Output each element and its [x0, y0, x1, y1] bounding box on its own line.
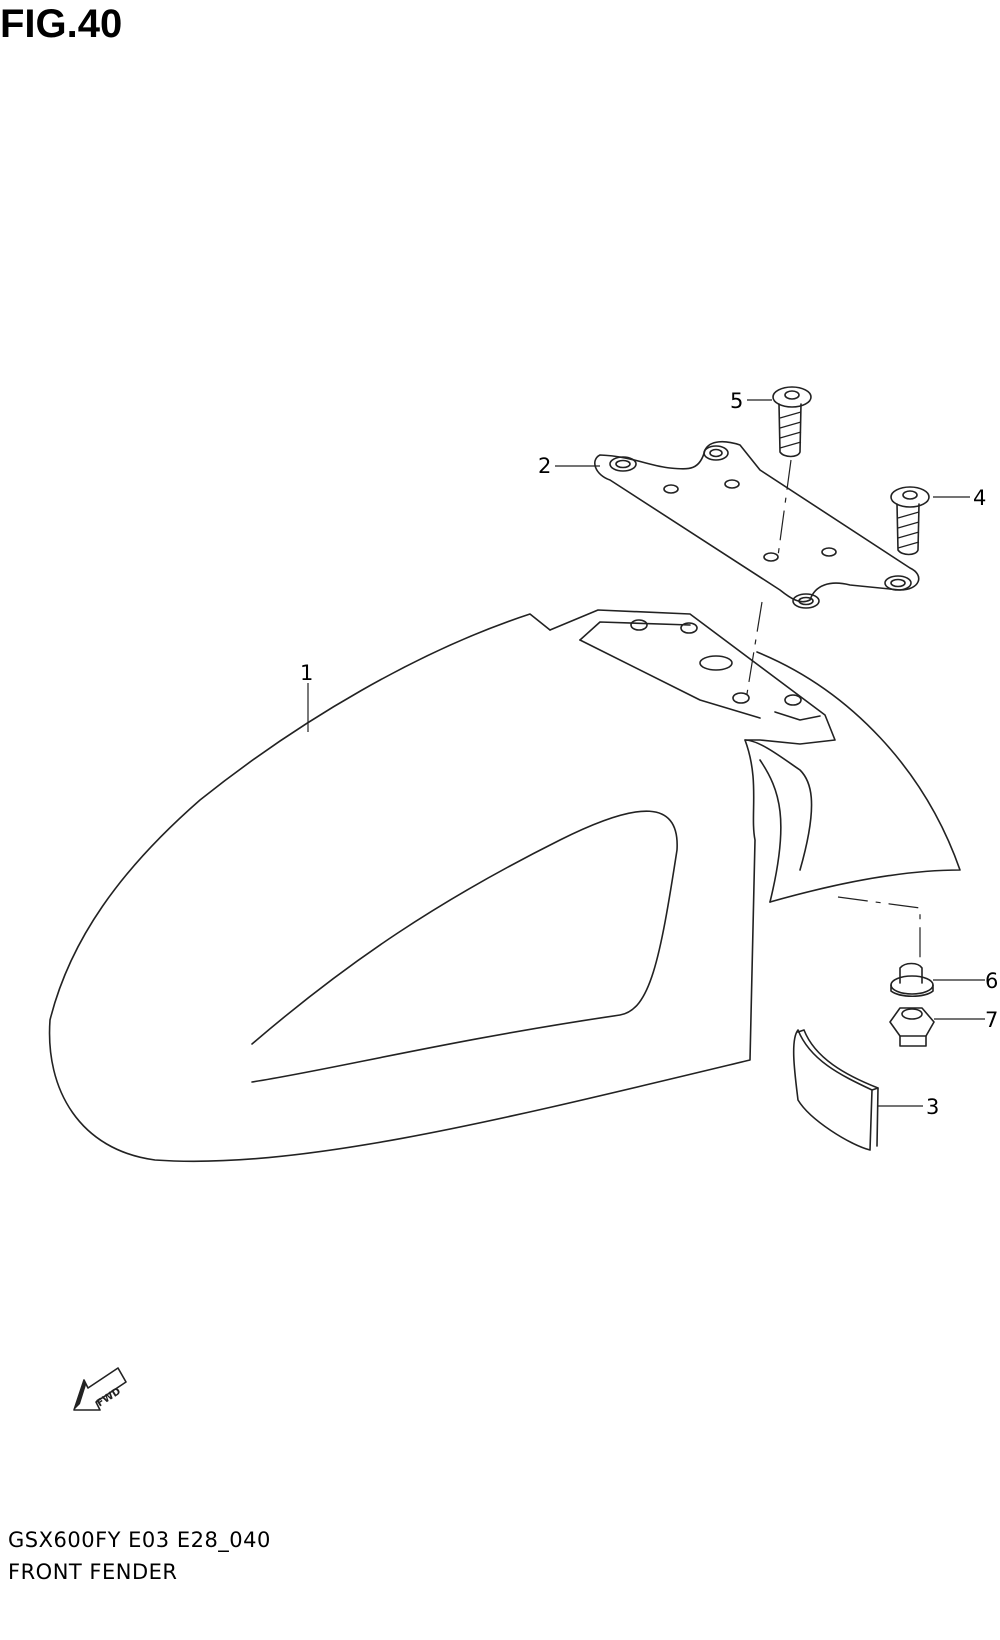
- callout-3: 3: [926, 1095, 939, 1119]
- washer-part-6[interactable]: [890, 962, 934, 998]
- figure-title: FIG.40: [0, 2, 123, 46]
- leader-lines: [307, 399, 985, 1107]
- bolt-part-5[interactable]: [772, 386, 812, 458]
- callout-labels: 1 2 3 4 5 6 7: [300, 389, 998, 1119]
- nut-part-7[interactable]: [889, 1007, 935, 1047]
- fwd-arrow-icon: FWD: [73, 1367, 127, 1411]
- callout-1: 1: [300, 661, 313, 685]
- cushion-pad-part[interactable]: [792, 1029, 879, 1151]
- bolt-part-4[interactable]: [890, 486, 930, 556]
- callout-5: 5: [730, 389, 743, 413]
- front-fender-part[interactable]: [48, 609, 961, 1163]
- callout-4: 4: [973, 486, 986, 510]
- fender-brace-part[interactable]: [594, 440, 920, 609]
- callout-2: 2: [538, 454, 551, 478]
- model-code: GSX600FY E03 E28_040: [8, 1528, 271, 1552]
- callout-6: 6: [985, 969, 998, 993]
- section-name: FRONT FENDER: [8, 1560, 178, 1584]
- callout-7: 7: [985, 1008, 998, 1032]
- alignment-lines: [745, 459, 921, 960]
